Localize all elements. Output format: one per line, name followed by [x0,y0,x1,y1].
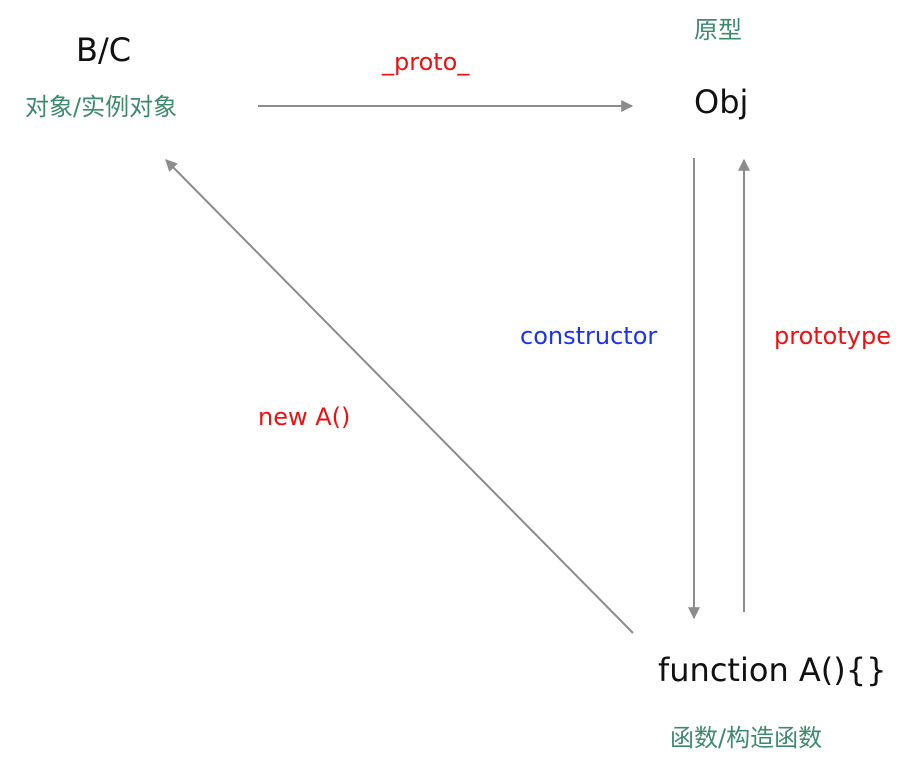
constructor-edge-label: constructor [520,322,658,350]
instance-node-label: B/C [76,31,132,69]
proto-edge-label: _proto_ [382,48,470,76]
constructor-fn-node-label: function A(){} [658,651,887,689]
new-edge-label: new A() [258,403,351,431]
prototype-caption: 原型 [694,16,742,44]
instance-caption: 对象/实例对象 [25,93,178,121]
prototype-edge-label: prototype [774,322,891,350]
constructor-fn-caption: 函数/构造函数 [670,724,823,752]
new-arrow [165,159,634,634]
prototype-node-label: Obj [694,83,749,121]
